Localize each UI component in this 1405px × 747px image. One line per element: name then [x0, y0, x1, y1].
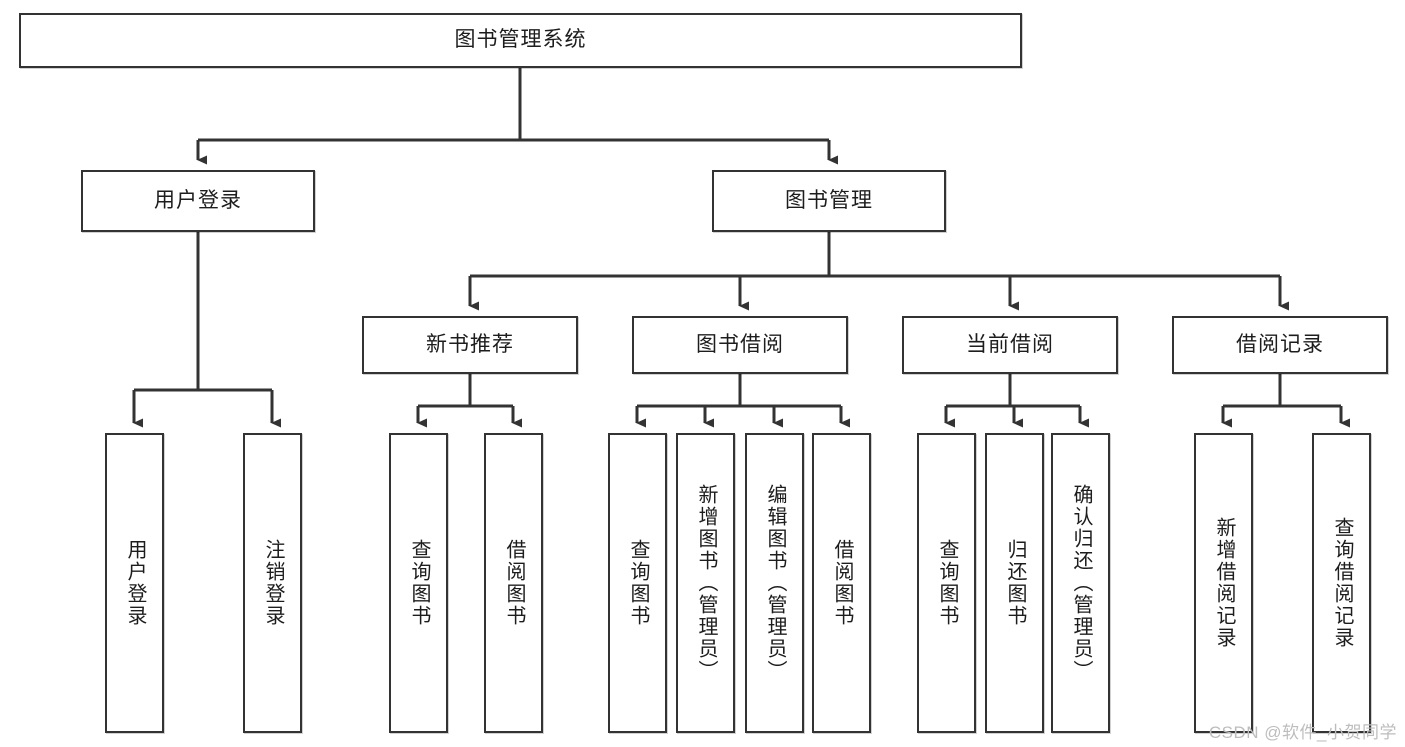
node-leaf-1[interactable]: 注销登录: [243, 433, 302, 733]
node-level2-2[interactable]: 当前借阅: [902, 316, 1118, 374]
node-leaf-11-label: 新增借阅记录: [1213, 517, 1235, 649]
node-leaf-4[interactable]: 查询图书: [608, 433, 667, 733]
node-leaf-2-label: 查询图书: [408, 539, 430, 627]
node-leaf-3-label: 借阅图书: [503, 539, 525, 627]
node-root-label: 图书管理系统: [454, 28, 587, 52]
node-level1-1-label: 图书管理: [785, 188, 873, 212]
node-leaf-3[interactable]: 借阅图书: [484, 433, 543, 733]
node-leaf-7[interactable]: 借阅图书: [812, 433, 871, 733]
node-leaf-8[interactable]: 查询图书: [917, 433, 976, 733]
node-leaf-9-label: 归还图书: [1004, 539, 1026, 627]
node-leaf-5[interactable]: 新增图书（管理员）: [676, 433, 735, 733]
node-level2-1-label: 图书借阅: [696, 332, 784, 356]
node-leaf-6-label: 编辑图书（管理员）: [764, 484, 786, 682]
node-level2-1[interactable]: 图书借阅: [632, 316, 848, 374]
node-level2-0-label: 新书推荐: [426, 332, 514, 356]
node-leaf-1-label: 注销登录: [262, 539, 284, 627]
node-leaf-12[interactable]: 查询借阅记录: [1312, 433, 1371, 733]
node-root[interactable]: 图书管理系统: [19, 13, 1022, 68]
node-level2-3[interactable]: 借阅记录: [1172, 316, 1388, 374]
node-leaf-10[interactable]: 确认归还（管理员）: [1051, 433, 1110, 733]
node-level2-2-label: 当前借阅: [966, 332, 1054, 356]
node-leaf-7-label: 借阅图书: [831, 539, 853, 627]
node-level1-0[interactable]: 用户登录: [81, 170, 315, 232]
node-leaf-6[interactable]: 编辑图书（管理员）: [745, 433, 804, 733]
node-level1-0-label: 用户登录: [154, 188, 242, 212]
node-leaf-0[interactable]: 用户登录: [105, 433, 164, 733]
node-level2-3-label: 借阅记录: [1236, 332, 1324, 356]
node-leaf-4-label: 查询图书: [627, 539, 649, 627]
node-level2-0[interactable]: 新书推荐: [362, 316, 578, 374]
node-leaf-12-label: 查询借阅记录: [1331, 517, 1353, 649]
watermark: CSDN @软件_小贺同学: [1208, 723, 1397, 742]
node-leaf-10-label: 确认归还（管理员）: [1070, 484, 1092, 682]
node-leaf-11[interactable]: 新增借阅记录: [1194, 433, 1253, 733]
node-leaf-0-label: 用户登录: [124, 539, 146, 627]
node-level1-1[interactable]: 图书管理: [712, 170, 946, 232]
node-leaf-9[interactable]: 归还图书: [985, 433, 1044, 733]
node-leaf-5-label: 新增图书（管理员）: [695, 484, 717, 682]
node-leaf-2[interactable]: 查询图书: [389, 433, 448, 733]
node-leaf-8-label: 查询图书: [936, 539, 958, 627]
